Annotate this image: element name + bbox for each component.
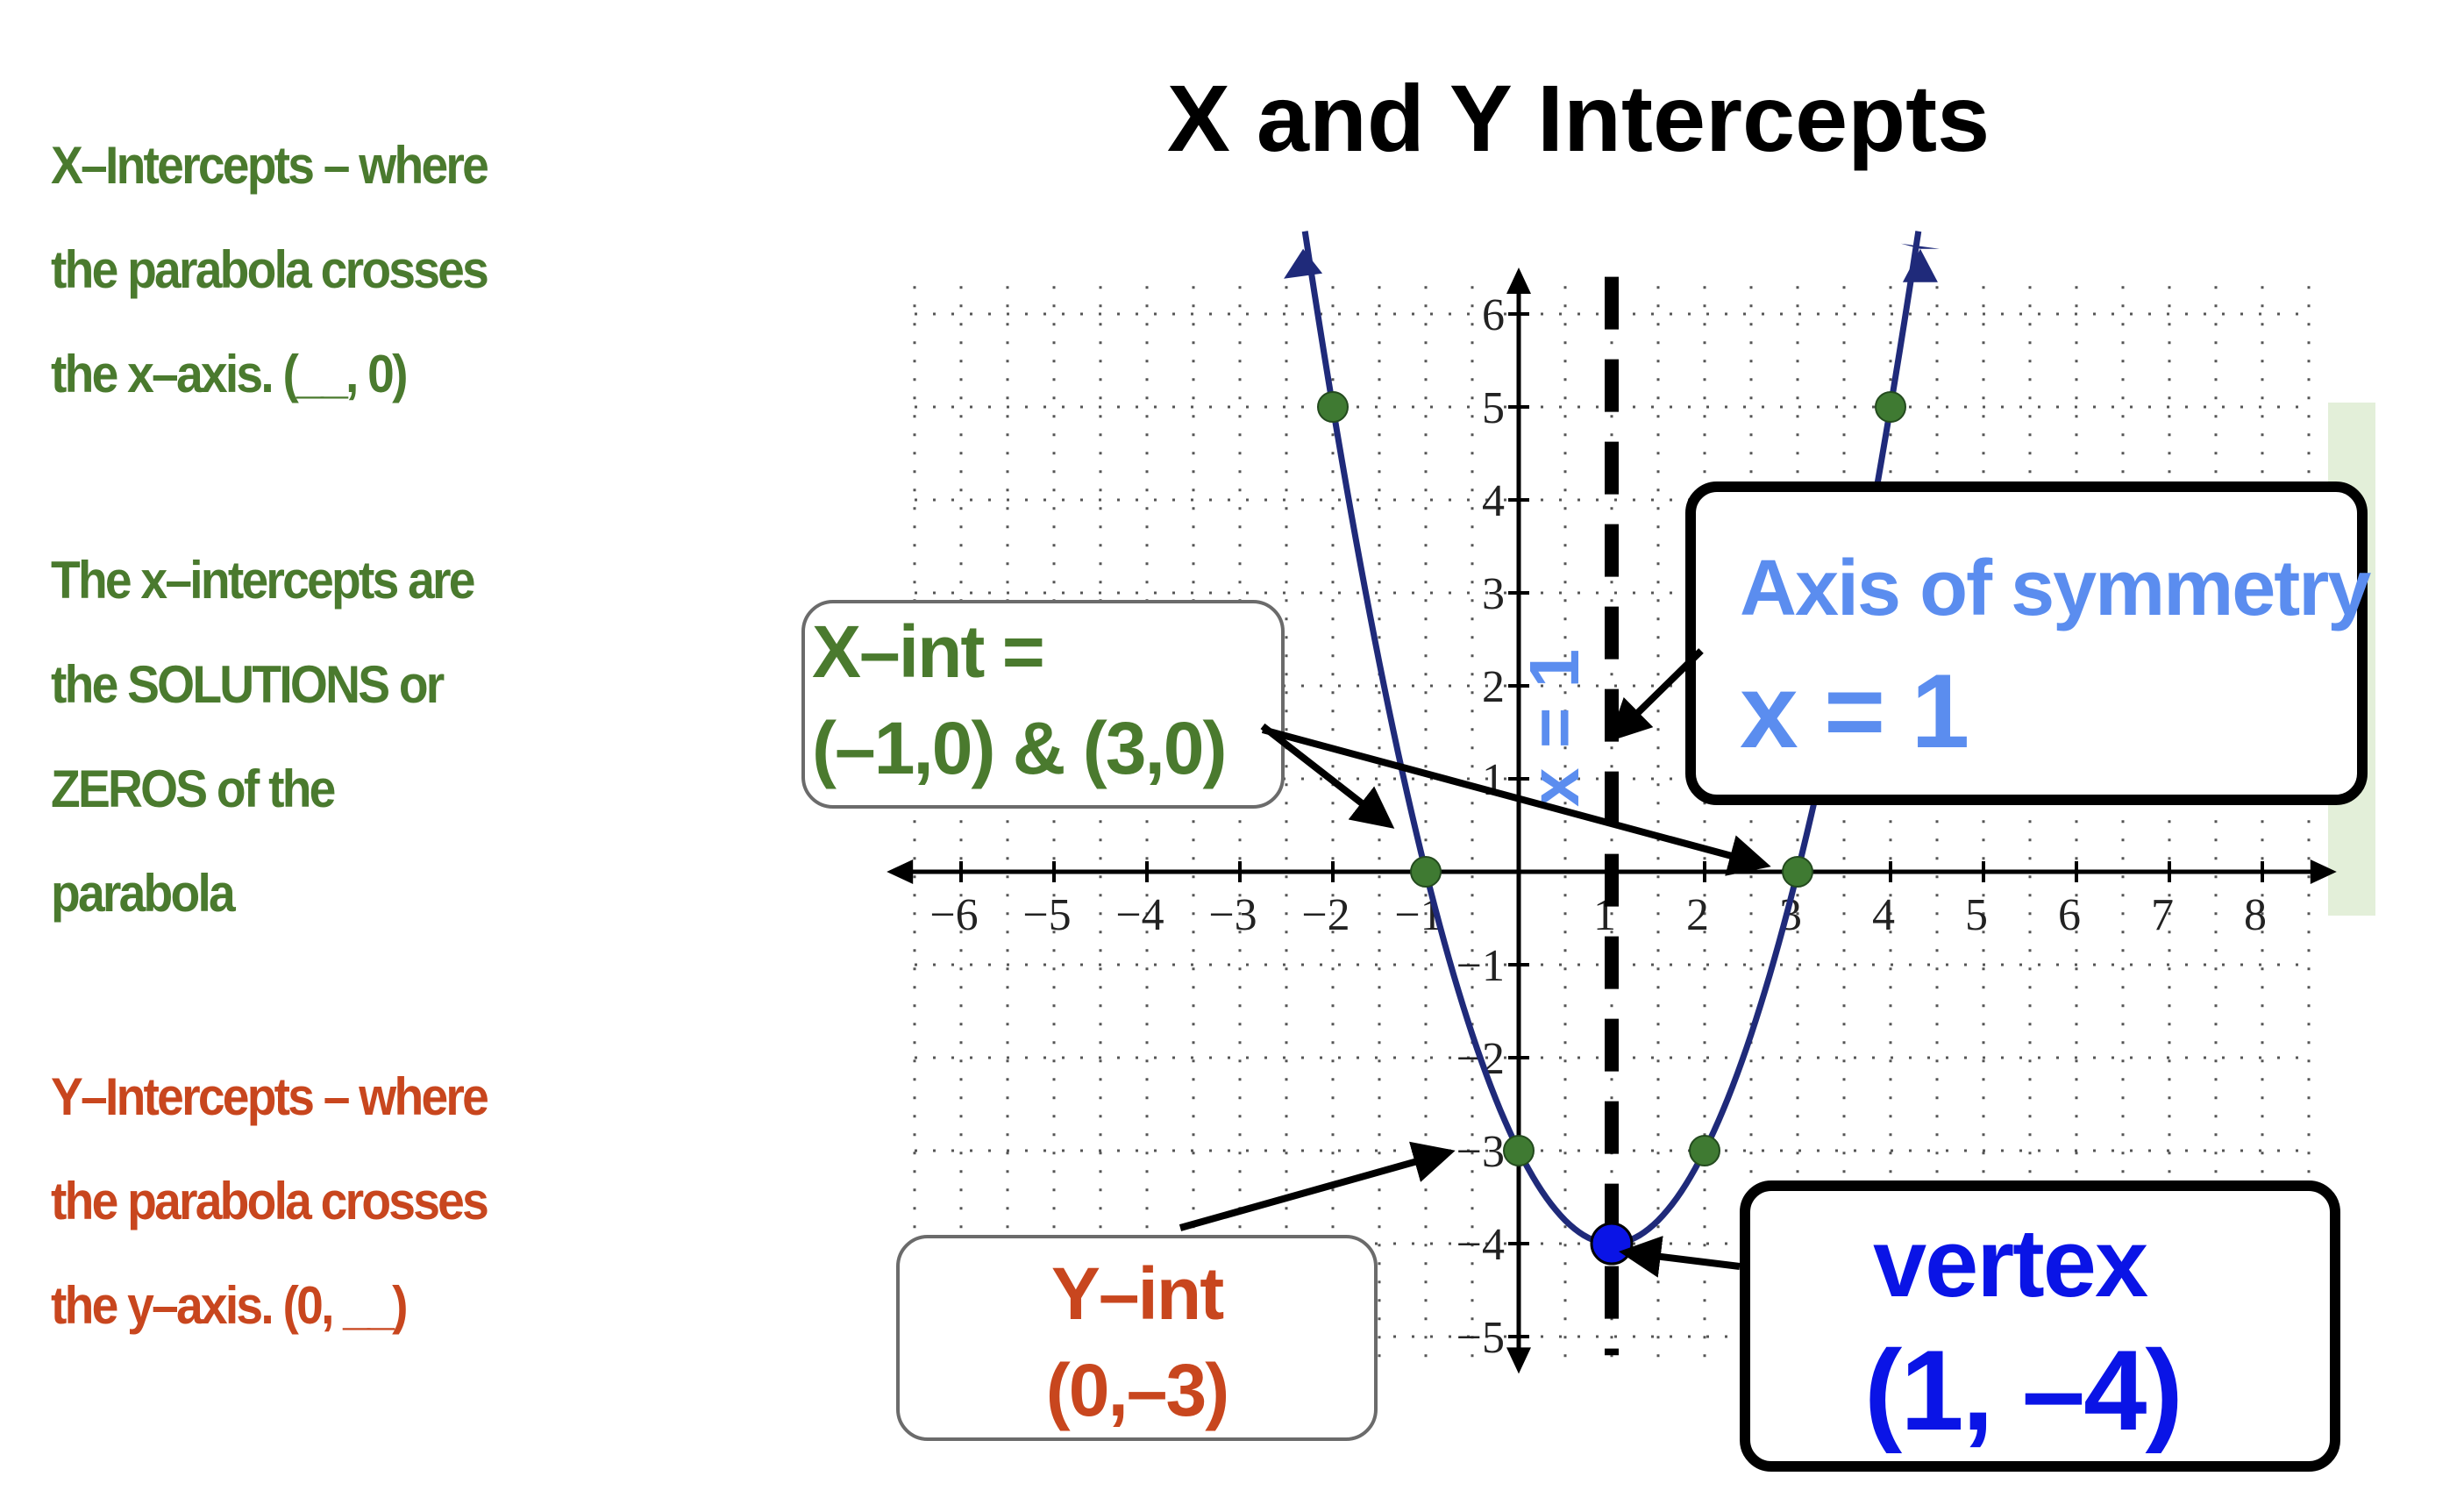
y-int-callout: Y–int (0,–3) (896, 1235, 1378, 1441)
note-line: X–Intercepts – where (51, 136, 489, 195)
note-line: the SOLUTIONS or (51, 655, 445, 714)
callout-line: X–int = (812, 610, 1045, 693)
data-point (1503, 1135, 1535, 1166)
y-tick-label: −1 (1456, 941, 1505, 991)
solutions-note: The x–intercepts are the SOLUTIONS or ZE… (51, 528, 475, 945)
curve-arrowheads (1284, 243, 1940, 279)
x-tick-label: 2 (1686, 890, 1709, 940)
data-point (1782, 856, 1813, 888)
x-tick-label: −4 (1115, 890, 1164, 940)
x-tick-label: 5 (1965, 890, 1988, 940)
callout-line: Axis of symmetry (1740, 545, 2371, 632)
x-int-callout: X–int = (–1,0) & (3,0) (801, 600, 1285, 809)
x-tick-label: −5 (1022, 890, 1071, 940)
vertex-point (1590, 1222, 1634, 1266)
callout-line: vertex (1873, 1209, 2148, 1317)
data-point (1410, 856, 1442, 888)
y-tick-label: 5 (1482, 383, 1505, 433)
x-intercepts-note: X–Intercepts – where the parabola crosse… (51, 113, 489, 426)
note-line: ZEROS of the (51, 760, 336, 818)
y-tick-label: −4 (1456, 1220, 1505, 1270)
data-point (1317, 391, 1349, 423)
note-line: The x–intercepts are (51, 551, 475, 610)
x-tick-label: −3 (1208, 890, 1257, 940)
note-line: Y–Intercepts – where (51, 1067, 489, 1126)
y-tick-label: 3 (1482, 569, 1505, 619)
note-line: the parabola crosses (51, 240, 489, 299)
axis-label-rotated: x = 1 (1515, 649, 1593, 807)
page-title: X and Y Intercepts (1166, 65, 1990, 171)
callout-line: (–1,0) & (3,0) (812, 707, 1228, 789)
y-tick-label: 4 (1482, 476, 1505, 526)
x-tick-label: 7 (2151, 890, 2174, 940)
x-tick-label: 6 (2058, 890, 2081, 940)
data-point (1689, 1135, 1720, 1166)
y-tick-label: −5 (1456, 1313, 1505, 1363)
data-point (1875, 391, 1906, 423)
note-line: the parabola crosses (51, 1172, 489, 1230)
y-tick-label: 6 (1482, 290, 1505, 340)
y-tick-label: 1 (1482, 755, 1505, 805)
y-intercepts-note: Y–Intercepts – where the parabola crosse… (51, 1045, 489, 1358)
note-line: parabola (51, 864, 236, 923)
callout-line: (0,–3) (1045, 1349, 1229, 1431)
x-tick-label: 4 (1872, 890, 1895, 940)
callout-line: x = 1 (1740, 653, 1969, 770)
note-line: the y–axis. (0, __) (51, 1276, 409, 1335)
curve-arrowhead-right (1902, 248, 1938, 282)
y-tick-label: 2 (1482, 662, 1505, 712)
callout-line: Y–int (1050, 1252, 1224, 1335)
x-tick-label: −6 (929, 890, 978, 940)
x-tick-label: 8 (2244, 890, 2267, 940)
axis-of-symmetry-callout: Axis of symmetry x = 1 (1685, 481, 2371, 805)
callout-line: (1, –4) (1864, 1326, 2183, 1454)
vertex-callout: vertex (1, –4) (1740, 1180, 2340, 1472)
y-tick-label: −3 (1456, 1127, 1505, 1177)
x-tick-label: −2 (1301, 890, 1350, 940)
note-line: the x–axis. (__, 0) (51, 345, 409, 403)
